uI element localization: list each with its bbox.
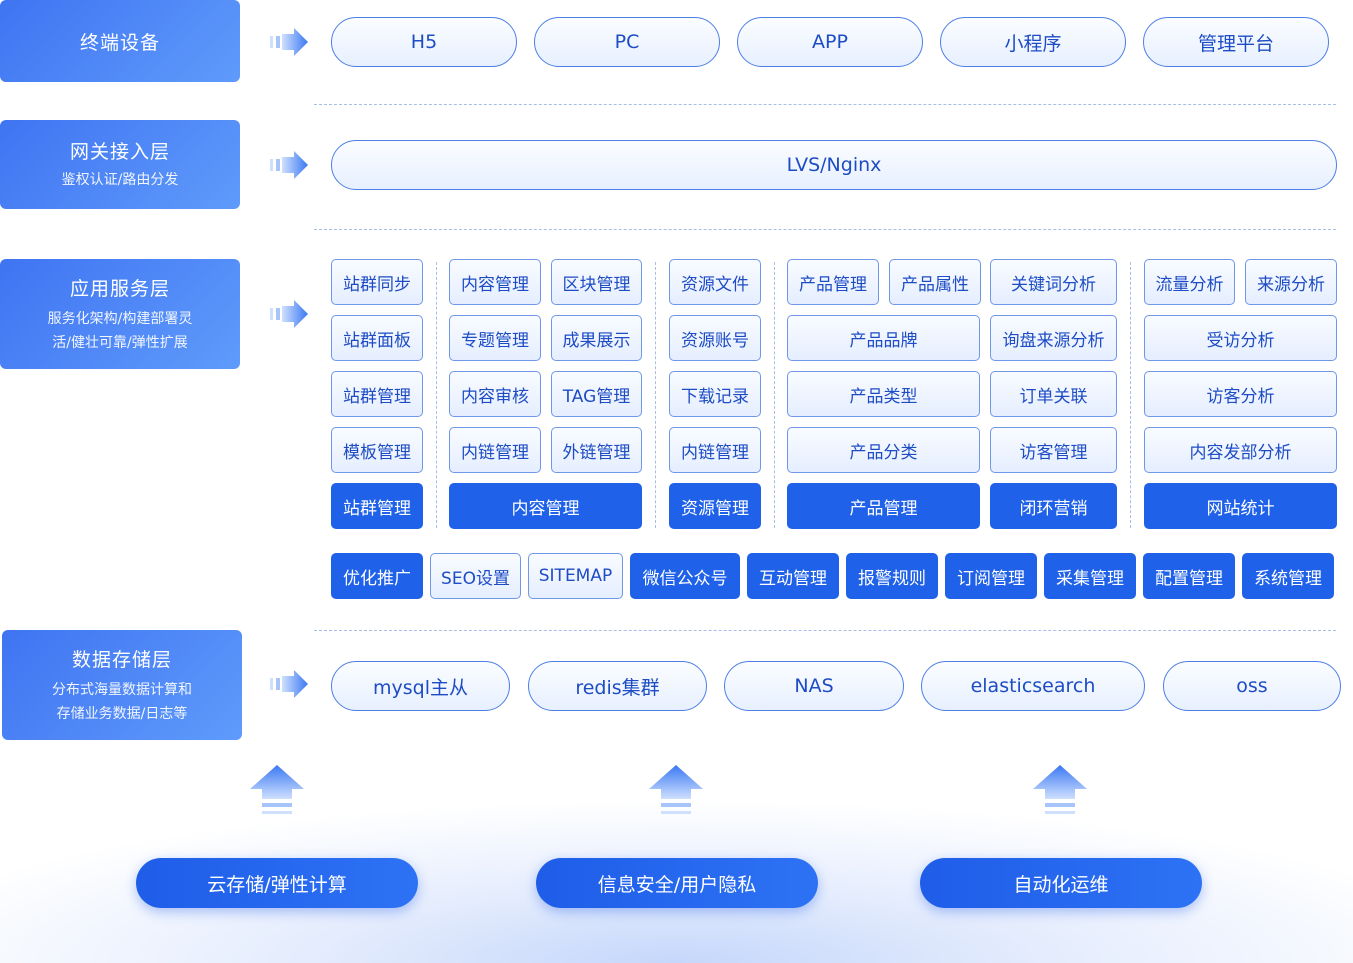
app-box-primary: 内容管理 (449, 483, 642, 529)
app-box: 资源账号 (669, 315, 761, 361)
tool-box: 互动管理 (747, 553, 839, 599)
layer-desc-line: 活/健壮可靠/弹性扩展 (52, 334, 188, 351)
layer-app: 应用服务层 服务化架构/构建部署灵 活/健壮可靠/弹性扩展 (0, 259, 240, 369)
app-box: 站群面板 (331, 315, 423, 361)
gateway-pill: LVS/Nginx (331, 140, 1337, 190)
app-box: 访客分析 (1144, 371, 1337, 417)
layer-desc: 鉴权认证/路由分发 (61, 172, 179, 188)
layer-title: 数据存储层 (71, 648, 172, 671)
app-box: 产品品牌 (787, 315, 980, 361)
terminal-pill: H5 (331, 17, 517, 67)
app-box: 站群管理 (331, 371, 423, 417)
layer-gateway: 网关接入层 鉴权认证/路由分发 (0, 120, 240, 209)
app-box: 内链管理 (449, 427, 541, 473)
app-box: 订单关联 (990, 371, 1117, 417)
app-box: 外链管理 (551, 427, 642, 473)
storage-pill: NAS (724, 661, 904, 711)
app-box-primary: 产品管理 (787, 483, 980, 529)
app-box: 内链管理 (669, 427, 761, 473)
layer-title: 网关接入层 (69, 141, 170, 163)
arrow-right-icon (270, 28, 308, 56)
arrow-up-icon (1033, 765, 1087, 814)
tool-box: 系统管理 (1242, 553, 1334, 599)
layer-desc-line: 服务化架构/构建部署灵 (47, 310, 193, 327)
storage-pill: oss (1163, 661, 1341, 711)
divider (314, 630, 1336, 631)
app-box: 关键词分析 (990, 259, 1117, 305)
foundation-pill: 云存储/弹性计算 (136, 858, 418, 908)
app-box: 流量分析 (1144, 259, 1235, 305)
app-box: 来源分析 (1245, 259, 1337, 305)
terminal-pill: APP (737, 17, 923, 67)
layer-terminal: 终端设备 (0, 0, 240, 82)
tool-box: 微信公众号 (630, 553, 740, 599)
app-box: 产品属性 (889, 259, 981, 305)
app-box: 访客管理 (990, 427, 1117, 473)
app-box: 内容审核 (449, 371, 541, 417)
terminal-pill: 小程序 (940, 17, 1126, 67)
app-box-primary: 资源管理 (669, 483, 761, 529)
divider (314, 104, 1336, 105)
tool-box: SITEMAP (528, 553, 623, 599)
layer-title: 应用服务层 (69, 277, 170, 300)
layer-desc-line: 分布式海量数据计算和 (52, 681, 192, 698)
layer-desc: 服务化架构/构建部署灵 活/健壮可靠/弹性扩展 (48, 307, 193, 355)
layer-desc-line: 存储业务数据/日志等 (56, 705, 188, 722)
tool-box: 报警规则 (846, 553, 938, 599)
terminal-pill: PC (534, 17, 720, 67)
column-divider (436, 262, 437, 528)
app-box: 内容发部分析 (1144, 427, 1337, 473)
app-box: 产品管理 (787, 259, 879, 305)
app-box: 站群同步 (331, 259, 423, 305)
divider (314, 229, 1336, 230)
storage-pill: redis集群 (528, 661, 707, 711)
tool-box: 配置管理 (1143, 553, 1235, 599)
arrow-up-icon (649, 765, 703, 814)
arrow-right-icon (270, 670, 308, 698)
column-divider (774, 262, 775, 528)
storage-pill: mysql主从 (331, 661, 510, 711)
tool-box: 优化推广 (331, 553, 423, 599)
layer-desc: 分布式海量数据计算和 存储业务数据/日志等 (52, 678, 192, 726)
arrow-right-icon (270, 151, 308, 179)
column-divider (1130, 262, 1131, 528)
app-box: 资源文件 (669, 259, 761, 305)
tool-box: 订阅管理 (945, 553, 1037, 599)
arrow-right-icon (270, 300, 308, 328)
tool-box: SEO设置 (430, 553, 521, 599)
column-divider (655, 262, 656, 528)
app-box-primary: 网站统计 (1144, 483, 1337, 529)
terminal-pill: 管理平台 (1143, 17, 1329, 67)
app-box: 产品类型 (787, 371, 980, 417)
foundation-pill: 信息安全/用户隐私 (536, 858, 818, 908)
app-box: 区块管理 (551, 259, 642, 305)
app-box-primary: 站群管理 (331, 483, 423, 529)
layer-title: 终端设备 (79, 31, 160, 54)
foundation-pill: 自动化运维 (920, 858, 1202, 908)
app-box: 受访分析 (1144, 315, 1337, 361)
storage-pill: elasticsearch (921, 661, 1145, 711)
arrow-up-icon (250, 765, 304, 814)
app-box: 模板管理 (331, 427, 423, 473)
layer-data: 数据存储层 分布式海量数据计算和 存储业务数据/日志等 (2, 630, 242, 740)
app-box: 内容管理 (449, 259, 541, 305)
app-box: 成果展示 (551, 315, 642, 361)
app-box: 下载记录 (669, 371, 761, 417)
tool-box: 采集管理 (1044, 553, 1136, 599)
app-box: 专题管理 (449, 315, 541, 361)
app-box: 产品分类 (787, 427, 980, 473)
app-box: 询盘来源分析 (990, 315, 1117, 361)
app-box-primary: 闭环营销 (990, 483, 1117, 529)
app-box: TAG管理 (551, 371, 642, 417)
